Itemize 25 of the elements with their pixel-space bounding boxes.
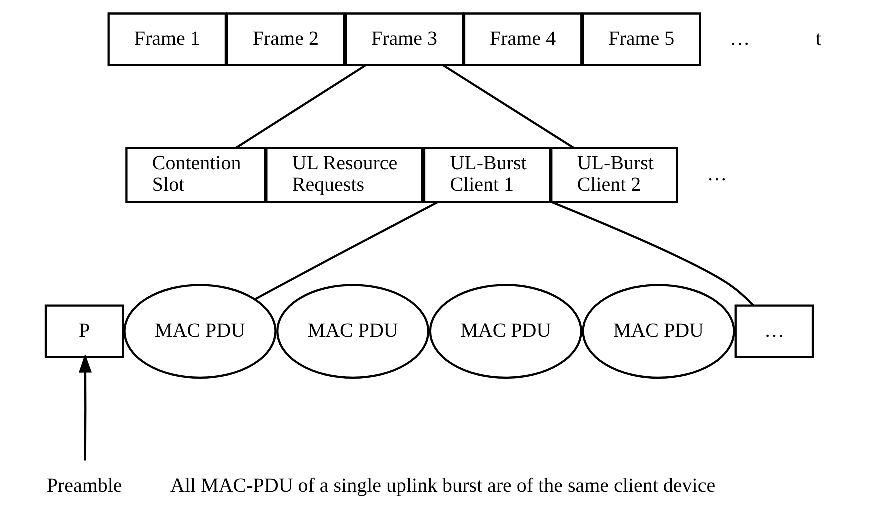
- node-ellipse: MAC PDU: [123, 284, 276, 380]
- label: t: [815, 28, 822, 50]
- node-box: Contention Slot: [125, 146, 266, 204]
- node-box: Frame 3: [344, 12, 464, 66]
- node-box: UL-Burst Client 2: [550, 146, 678, 204]
- node-ellipse: MAC PDU: [276, 284, 430, 380]
- node-box: UL-Burst Client 1: [422, 146, 551, 204]
- connector: [235, 64, 366, 149]
- node-text: Preamble: [46, 474, 122, 497]
- connector: [442, 64, 574, 149]
- connector: [254, 201, 438, 300]
- node-ellipse: MAC PDU: [428, 284, 582, 380]
- label: …: [706, 163, 727, 186]
- arrow: [78, 354, 92, 461]
- node-box: …: [734, 304, 814, 358]
- node-box: Frame 2: [226, 12, 346, 66]
- node-box: Frame 4: [462, 12, 582, 66]
- label: All MAC-PDU of a single uplink burst are of the same client device: [170, 474, 716, 497]
- label: …: [730, 28, 750, 50]
- node-box: P: [44, 304, 124, 358]
- connector: [549, 200, 754, 306]
- node-box: Frame 1: [107, 12, 227, 66]
- node-box: UL Resource Requests: [265, 146, 423, 204]
- node-ellipse: MAC PDU: [582, 284, 735, 380]
- node-box: Frame 5: [581, 12, 701, 66]
